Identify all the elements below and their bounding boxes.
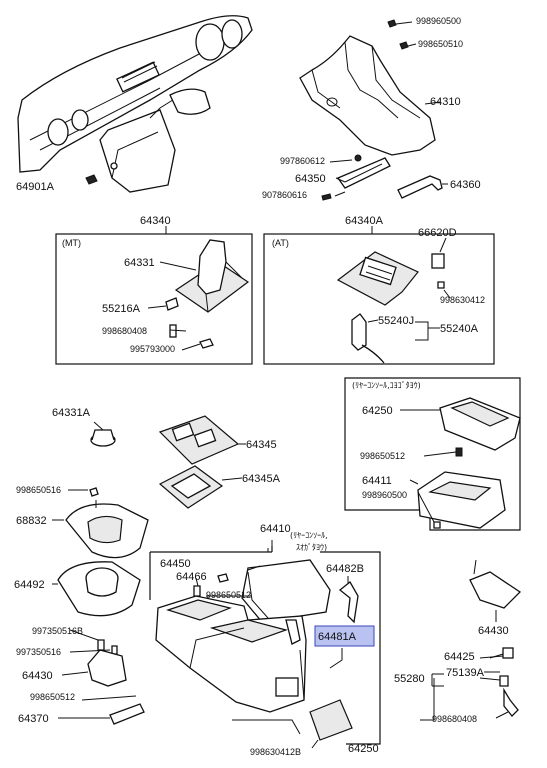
label-64425: 64425	[444, 651, 475, 663]
label-leaders	[95, 500, 504, 687]
label-66620D: 66620D	[418, 227, 457, 239]
label-64492: 64492	[14, 579, 45, 591]
label-998650512-b: 998650512	[206, 590, 251, 600]
label-rear-console-upper: (ﾘﾔｰｺﾝｿｰﾙ,ｺﾖｺﾞﾀﾖｳ)	[352, 381, 421, 390]
label-64430-b: 64430	[22, 670, 53, 682]
label-64345A: 64345A	[242, 473, 281, 485]
front-console-illustration	[299, 19, 448, 201]
label-998960500-b: 998960500	[362, 490, 407, 500]
label-64370: 64370	[18, 713, 49, 725]
mt-box	[55, 226, 253, 365]
label-998960500: 998960500	[416, 16, 461, 26]
label-998680408-b: 998680408	[432, 714, 477, 724]
label-64410: 64410	[260, 523, 291, 535]
label-998630412B: 998630412B	[250, 747, 301, 757]
label-998650512-c: 998650512	[30, 692, 75, 702]
label-64331A: 64331A	[52, 407, 91, 419]
label-at: (AT)	[272, 238, 289, 248]
label-997350516B: 997350516B	[32, 626, 83, 636]
label-55216A: 55216A	[102, 303, 141, 315]
label-64340: 64340	[140, 215, 171, 227]
label-64331: 64331	[124, 257, 155, 269]
label-55240J: 55240J	[378, 315, 414, 327]
label-mt: (MT)	[62, 238, 81, 248]
rear-console-upper-box	[344, 377, 521, 531]
label-64482B: 64482B	[326, 563, 364, 575]
label-64345: 64345	[246, 439, 277, 451]
label-998650510: 998650510	[418, 39, 463, 49]
label-64450: 64450	[160, 558, 191, 570]
label-64411: 64411	[362, 475, 392, 487]
label-997350516: 997350516	[16, 647, 61, 657]
label-64250-b: 64250	[348, 743, 379, 755]
label-64350: 64350	[295, 173, 326, 185]
label-55240A: 55240A	[440, 323, 479, 335]
label-64310: 64310	[430, 96, 461, 108]
label-68832: 68832	[16, 515, 47, 527]
label-998630412: 998630412	[440, 295, 485, 305]
at-box	[263, 226, 495, 365]
label-998650512-a: 998650512	[360, 451, 405, 461]
label-64360: 64360	[450, 179, 481, 191]
rear-console-lower	[149, 546, 381, 749]
label-rear-console-lower-1: (ﾘﾔｰｺﾝｿｰﾙ,	[290, 531, 328, 540]
dashboard-illustration	[17, 15, 253, 193]
label-64901A: 64901A	[16, 181, 55, 193]
labels: 998960500 998650510 64310 997860612 6435…	[14, 16, 509, 757]
label-64466: 64466	[176, 571, 207, 583]
left-mid-parts	[52, 421, 149, 725]
label-64250-a: 64250	[362, 405, 393, 417]
label-64430-a: 64430	[478, 625, 509, 637]
label-998650516: 998650516	[16, 485, 61, 495]
label-998680408-a: 998680408	[102, 326, 147, 336]
right-lower-parts	[420, 559, 522, 721]
tray-parts	[158, 415, 246, 509]
label-64481A: 64481A	[318, 631, 357, 643]
label-75139A: 75139A	[446, 667, 485, 679]
label-55280: 55280	[394, 673, 425, 685]
callout-lines	[267, 540, 343, 669]
label-rear-console-lower-2: ｽｵｶﾞﾀﾖｳ)	[296, 543, 327, 552]
label-907860616: 907860616	[262, 190, 307, 200]
label-64340A: 64340A	[345, 215, 384, 227]
highlight-box	[314, 625, 375, 647]
label-997860612: 997860612	[280, 156, 325, 166]
label-995793000: 995793000	[130, 344, 175, 354]
